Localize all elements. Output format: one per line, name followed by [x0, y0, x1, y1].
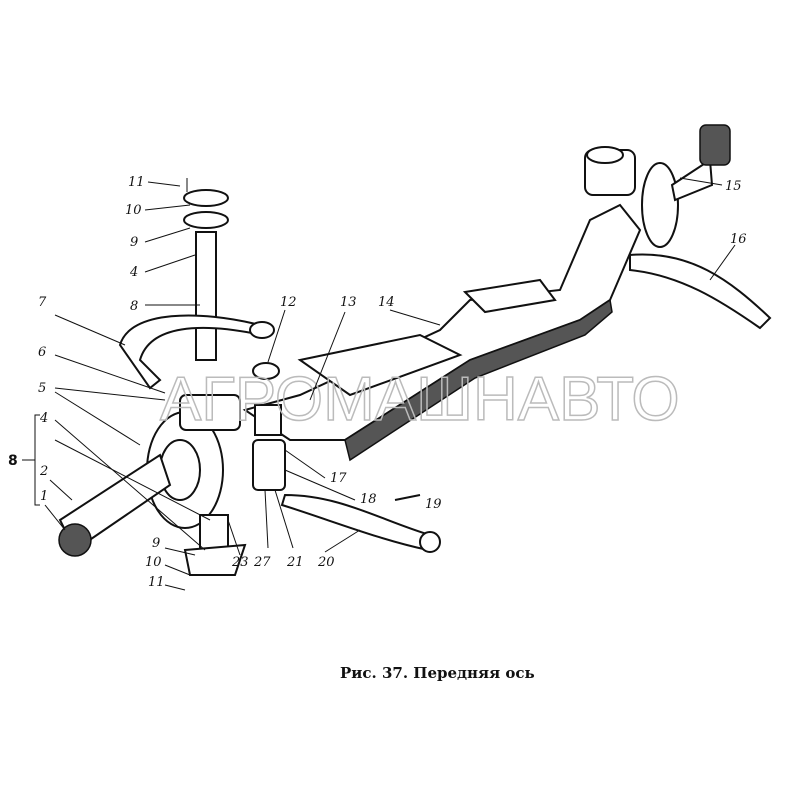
watermark: АГРОМАШНАВТО — [160, 365, 680, 434]
callout-18: 18 — [360, 492, 377, 507]
callout-5: 5 — [38, 381, 46, 396]
left-steering-knuckle — [58, 394, 247, 576]
right-steering-knuckle — [584, 124, 731, 248]
callout-8: 8 — [130, 299, 138, 314]
callout-13: 13 — [340, 295, 357, 310]
callout-21: 21 — [286, 555, 304, 570]
tie-rod — [280, 493, 432, 552]
callout-10-top: 10 — [125, 203, 142, 218]
axle-beam — [242, 203, 642, 462]
figure-caption: Рис. 37. Передняя ось — [340, 664, 535, 682]
kingpin — [195, 231, 217, 361]
callout-12: 12 — [280, 295, 297, 310]
callout-4-top: 4 — [129, 265, 138, 280]
callout-9-top: 9 — [130, 235, 138, 250]
callout-7: 7 — [38, 295, 47, 310]
callout-labels: 11 10 9 4 8 7 6 5 4 2 1 8 12 13 14 15 16… — [8, 175, 747, 590]
thrust-bearing — [252, 439, 286, 491]
callout-1: 1 — [40, 489, 48, 504]
callout-10-bottom: 10 — [145, 555, 162, 570]
callout-23: 23 — [231, 555, 249, 570]
callout-11-bottom: 11 — [148, 575, 165, 590]
callout-4-left: 4 — [39, 411, 48, 426]
callout-16: 16 — [730, 232, 747, 247]
callout-17: 17 — [330, 471, 347, 486]
callout-15: 15 — [725, 179, 742, 194]
leader-lines — [22, 177, 736, 591]
callout-19: 19 — [425, 497, 442, 512]
callout-27: 27 — [253, 555, 271, 570]
callout-20: 20 — [317, 555, 335, 570]
callout-2: 2 — [39, 464, 48, 479]
callout-8-bracket: 8 — [8, 453, 18, 469]
callout-14: 14 — [378, 295, 395, 310]
callout-6: 6 — [38, 345, 46, 360]
seal-ring — [252, 362, 280, 380]
callout-9-bottom: 9 — [152, 536, 160, 551]
right-steering-arm — [629, 253, 772, 330]
callout-11-top: 11 — [128, 175, 145, 190]
